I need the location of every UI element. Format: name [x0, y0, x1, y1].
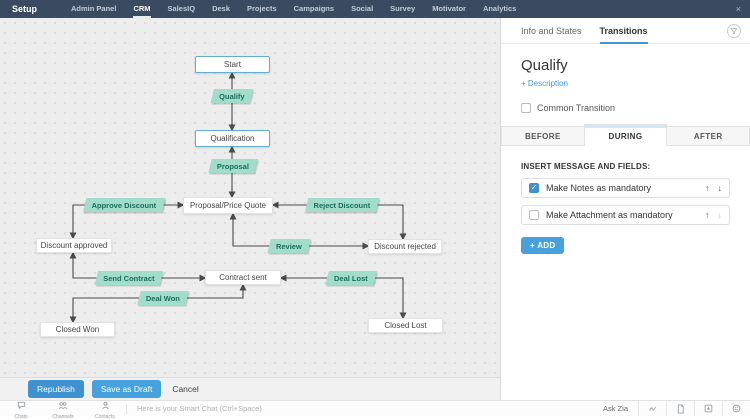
transition-label-send-contract[interactable]: Send Contract	[94, 271, 164, 285]
transition-label-reject-discount[interactable]: Reject Discount	[304, 198, 380, 212]
transition-label-deal-lost[interactable]: Deal Lost	[325, 271, 377, 285]
move-up-icon[interactable]: ↑	[705, 210, 710, 220]
republish-button[interactable]: Republish	[28, 380, 84, 398]
stage-tab-after[interactable]: AFTER	[667, 126, 750, 146]
move-down-icon[interactable]: ↓	[717, 183, 723, 193]
state-node-proposal-price-quote[interactable]: Proposal/Price Quote	[183, 197, 273, 214]
zia-doodle-icon[interactable]	[638, 401, 666, 416]
statusbar-channels-button[interactable]: Channels	[42, 397, 84, 420]
transition-label-deal-won[interactable]: Deal Won	[137, 291, 189, 305]
item-label: Make Attachment as mandatory	[546, 210, 673, 220]
topbar-item-campaigns[interactable]: Campaigns	[293, 3, 335, 13]
topbar-item-desk[interactable]: Desk	[212, 3, 231, 13]
close-icon[interactable]: ×	[735, 4, 741, 14]
common-transition-label: Common Transition	[537, 103, 616, 113]
insert-section-label: INSERT MESSAGE AND FIELDS:	[521, 162, 651, 171]
save-as-draft-button[interactable]: Save as Draft	[91, 380, 162, 398]
state-node-closed-lost[interactable]: Closed Lost	[368, 318, 443, 333]
people-icon	[58, 397, 68, 415]
filter-icon[interactable]	[727, 24, 741, 38]
item-checkbox[interactable]: ✓	[529, 183, 539, 193]
topbar-item-social[interactable]: Social	[351, 3, 374, 13]
transition-title: Qualify	[521, 57, 568, 74]
stage-tab-before[interactable]: BEFORE	[501, 126, 585, 146]
transition-connector	[229, 212, 370, 250]
insert-item-row[interactable]: ✓ Make Notes as mandatory ↑ ↓	[521, 178, 730, 198]
document-icon[interactable]	[666, 401, 694, 416]
topbar-item-salesiq[interactable]: SalesIQ	[167, 3, 196, 13]
statusbar-chats-button[interactable]: Chats	[0, 397, 42, 420]
transition-connector	[279, 274, 407, 320]
state-node-start[interactable]: Start	[195, 56, 270, 73]
statusbar-contacts-button[interactable]: Contacts	[84, 397, 126, 420]
state-node-qualification[interactable]: Qualification	[195, 130, 270, 147]
chat-bubble-icon	[17, 397, 26, 415]
transition-detail-panel: Info and States Transitions Qualify + De…	[500, 18, 750, 400]
panel-tab-bar: Info and States Transitions	[501, 18, 750, 44]
insert-item-row[interactable]: Make Attachment as mandatory ↑ ↓	[521, 205, 730, 225]
transition-label-qualify[interactable]: Qualify	[210, 89, 254, 103]
topbar-item-admin-panel[interactable]: Admin Panel	[71, 3, 117, 13]
state-node-discount-rejected[interactable]: Discount rejected	[368, 239, 442, 254]
topbar-item-projects[interactable]: Projects	[247, 3, 277, 13]
smart-chat-hint: Here is your Smart Chat (Ctrl+Space)	[137, 404, 262, 413]
person-icon	[101, 397, 110, 415]
transition-label-approve-discount[interactable]: Approve Discount	[82, 198, 166, 212]
setup-topbar: Setup Admin Panel CRM SalesIQ Desk Projects C…	[0, 0, 750, 18]
topbar-item-motivator[interactable]: Motivator	[432, 3, 466, 13]
transition-label-review[interactable]: Review	[267, 239, 311, 253]
download-icon[interactable]	[694, 401, 722, 416]
state-node-closed-won[interactable]: Closed Won	[40, 322, 115, 337]
add-button[interactable]: + ADD	[521, 237, 565, 254]
state-node-contract-sent[interactable]: Contract sent	[205, 270, 281, 285]
topbar-item-crm[interactable]: CRM	[133, 0, 151, 18]
stage-tab-during[interactable]: DURING	[583, 124, 668, 146]
state-node-discount-approved[interactable]: Discount approved	[36, 238, 112, 253]
topbar-item-survey[interactable]: Survey	[390, 3, 416, 13]
add-description-link[interactable]: + Description	[521, 79, 568, 88]
move-up-icon[interactable]: ↑	[705, 183, 710, 193]
topbar-item-analytics[interactable]: Analytics	[482, 3, 517, 13]
statusbar-right: Ask Zia	[593, 401, 750, 416]
divider	[126, 403, 127, 414]
insert-items-list: ✓Make Notes as mandatory↑↓Make Attachmen…	[521, 178, 730, 225]
common-transition-checkbox[interactable]	[521, 103, 531, 113]
setup-title: Setup	[12, 4, 38, 14]
feedback-icon[interactable]	[722, 401, 750, 416]
transition-label-proposal[interactable]: Proposal	[208, 159, 258, 173]
cancel-button[interactable]: Cancel	[172, 384, 199, 394]
move-down-icon[interactable]: ↓	[717, 210, 723, 220]
item-label: Make Notes as mandatory	[546, 183, 652, 193]
ask-zia-button[interactable]: Ask Zia	[602, 404, 628, 413]
item-checkbox[interactable]	[529, 210, 539, 220]
topbar-nav: Admin Panel CRM SalesIQ Desk Projects Campaig…	[71, 0, 516, 18]
tab-transitions[interactable]: Transitions	[599, 26, 648, 44]
tab-info-and-states[interactable]: Info and States	[521, 26, 582, 36]
editor-action-bar: Republish Save as Draft Cancel	[0, 377, 500, 400]
